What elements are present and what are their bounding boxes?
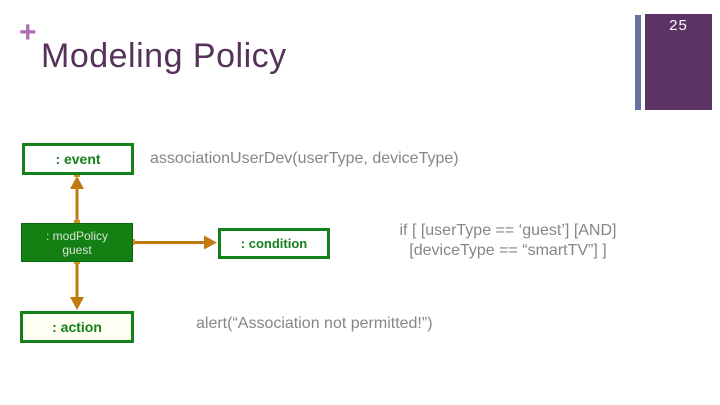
- alert-code-text: alert(“Association not permitted!”): [196, 315, 433, 332]
- condition-code-text: if [ [userType == ‘guest’] [AND] [device…: [375, 221, 641, 261]
- action-box: : action: [20, 311, 134, 343]
- event-box-label: : event: [55, 151, 101, 167]
- action-box-label: : action: [52, 319, 102, 335]
- accent-bar: [635, 15, 641, 110]
- plus-decoration-icon: +: [19, 16, 37, 49]
- association-code-text: associationUserDev(userType, deviceType): [150, 150, 459, 167]
- slide-page-number: 25: [669, 17, 688, 34]
- arrow-up-connector: [70, 176, 84, 224]
- arrow-right-connector: [134, 235, 217, 250]
- condition-code-line2: [deviceType == “smartTV”] ]: [409, 242, 607, 259]
- condition-code-line1: if [ [userType == ‘guest’] [AND]: [399, 222, 617, 239]
- accent-rectangle: 25: [645, 14, 712, 110]
- condition-box-label: : condition: [240, 236, 308, 251]
- event-box: : event: [22, 143, 134, 175]
- modpolicy-box-line1: : modPolicy: [45, 228, 109, 243]
- page-title: Modeling Policy: [41, 37, 287, 75]
- modpolicy-box-line2: guest: [62, 242, 92, 257]
- condition-box: : condition: [218, 228, 330, 259]
- arrow-down-connector: [70, 261, 84, 310]
- modpolicy-box: : modPolicy guest: [21, 223, 133, 262]
